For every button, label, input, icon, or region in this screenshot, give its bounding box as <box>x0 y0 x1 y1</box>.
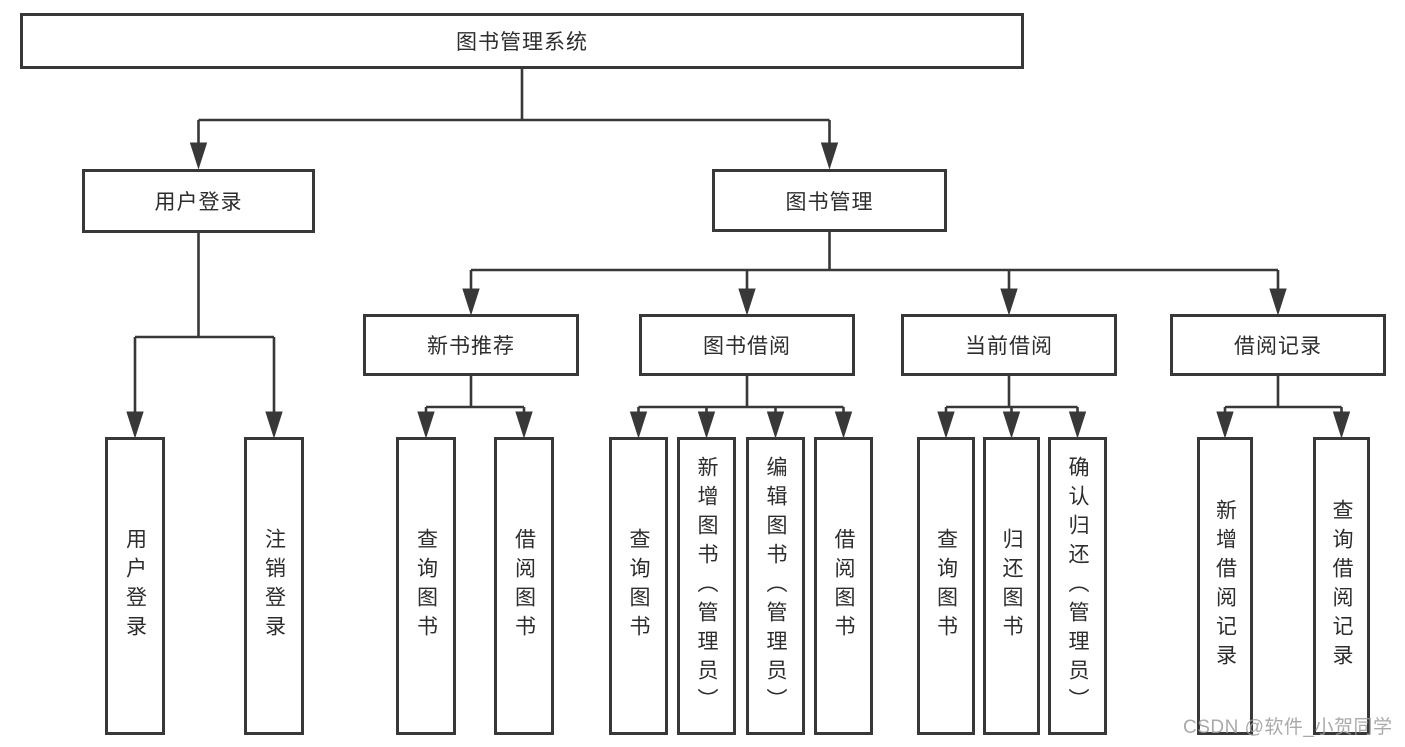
leaf-current-query-books-label: 查询图书 <box>934 528 958 644</box>
connector-book-management-level3 <box>462 232 1287 316</box>
connector-borrowing-records-children <box>1216 376 1351 439</box>
leaf-borrowing-borrow-books-label: 借阅图书 <box>832 528 856 644</box>
node-book-borrowing: 图书借阅 <box>639 314 855 376</box>
arrowhead-down-icon <box>1068 411 1087 439</box>
leaf-records-add-record-label: 新增借阅记录 <box>1213 499 1237 673</box>
arrowhead-down-icon <box>1269 288 1287 316</box>
leaf-newrec-query-books: 查询图书 <box>396 437 456 735</box>
leaf-logout: 注销登录 <box>244 437 304 735</box>
node-root-label: 图书管理系统 <box>456 31 588 54</box>
arrowhead-down-icon <box>417 411 435 439</box>
leaf-records-add-record: 新增借阅记录 <box>1197 437 1253 735</box>
arrowhead-down-icon <box>738 288 756 316</box>
leaf-borrowing-edit-books-admin-label: 编辑图书（管理员） <box>764 455 788 717</box>
leaf-borrowing-borrow-books: 借阅图书 <box>814 437 873 735</box>
arrowhead-down-icon <box>126 411 144 439</box>
leaf-newrec-borrow-books: 借阅图书 <box>494 437 554 735</box>
node-current-borrowing-label: 当前借阅 <box>965 335 1053 358</box>
connector-user-login-children <box>126 233 283 439</box>
leaf-newrec-borrow-books-label: 借阅图书 <box>512 528 536 644</box>
node-new-book-recommend-label: 新书推荐 <box>427 335 515 358</box>
leaf-logout-label: 注销登录 <box>262 528 286 644</box>
leaf-current-confirm-return-admin: 确认归还（管理员） <box>1048 437 1107 735</box>
leaf-borrowing-edit-books-admin: 编辑图书（管理员） <box>746 437 805 735</box>
leaf-current-confirm-return-admin-label: 确认归还（管理员） <box>1066 455 1090 717</box>
leaf-records-query-record: 查询借阅记录 <box>1313 437 1370 735</box>
node-borrowing-records: 借阅记录 <box>1170 314 1386 376</box>
leaf-current-return-books: 归还图书 <box>983 437 1040 735</box>
arrowhead-down-icon <box>462 288 480 316</box>
node-book-management: 图书管理 <box>712 169 947 232</box>
leaf-borrowing-query-books: 查询图书 <box>609 437 668 735</box>
connector-book-borrowing-children <box>629 376 853 439</box>
node-borrowing-records-label: 借阅记录 <box>1234 335 1322 358</box>
leaf-records-query-record-label: 查询借阅记录 <box>1330 499 1354 673</box>
arrowhead-down-icon <box>189 142 208 170</box>
leaf-borrowing-query-books-label: 查询图书 <box>627 528 651 644</box>
leaf-current-return-books-label: 归还图书 <box>1000 528 1024 644</box>
arrowhead-down-icon <box>265 411 283 439</box>
arrowhead-down-icon <box>1216 411 1234 439</box>
arrowhead-down-icon <box>1332 411 1351 439</box>
node-root: 图书管理系统 <box>20 13 1024 69</box>
connector-root-to-level2 <box>189 69 839 170</box>
node-book-management-label: 图书管理 <box>785 190 874 214</box>
leaf-user-login-label: 用户登录 <box>123 528 147 644</box>
arrowhead-down-icon <box>1002 411 1021 439</box>
arrowhead-down-icon <box>820 142 839 170</box>
arrowhead-down-icon <box>1000 288 1018 316</box>
node-user-login-label: 用户登录 <box>154 191 243 214</box>
arrowhead-down-icon <box>629 411 648 439</box>
arrowhead-down-icon <box>766 411 785 439</box>
node-user-login: 用户登录 <box>82 169 315 233</box>
arrowhead-down-icon <box>515 411 533 439</box>
node-new-book-recommend: 新书推荐 <box>363 314 579 376</box>
arrowhead-down-icon <box>834 411 853 439</box>
node-book-borrowing-label: 图书借阅 <box>703 335 791 358</box>
connector-new-book-recommend-children <box>417 376 533 439</box>
leaf-current-query-books: 查询图书 <box>917 437 975 735</box>
leaf-borrowing-add-books-admin-label: 新增图书（管理员） <box>695 455 719 717</box>
leaf-user-login: 用户登录 <box>105 437 165 735</box>
node-current-borrowing: 当前借阅 <box>901 314 1117 376</box>
watermark: CSDN @软件_小贺同学 <box>1183 717 1393 738</box>
leaf-borrowing-add-books-admin: 新增图书（管理员） <box>677 437 736 735</box>
connector-current-borrowing-children <box>937 376 1087 439</box>
arrowhead-down-icon <box>937 411 955 439</box>
leaf-newrec-query-books-label: 查询图书 <box>414 528 438 644</box>
arrowhead-down-icon <box>697 411 716 439</box>
